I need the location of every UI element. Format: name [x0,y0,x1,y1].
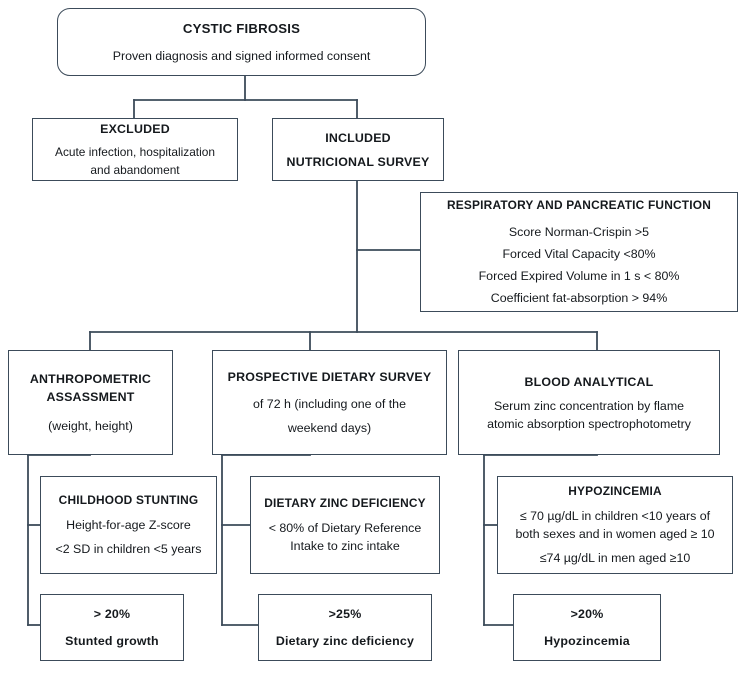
result-label: Stunted growth [65,634,159,648]
node-line: Forced Expired Volume in 1 s < 80% [478,269,680,284]
node-excluded: EXCLUDED Acute infection, hospitalizatio… [32,118,238,181]
node-title: BLOOD ANALYTICAL [524,374,654,389]
node-line: atomic absorption spectrophotometry [487,416,691,431]
result-value: > 20% [93,607,131,621]
node-line: <2 SD in children <5 years [55,541,202,556]
node-title: ANTHROPOMETRIC [29,372,152,386]
node-title: PROSPECTIVE DIETARY SURVEY [227,370,432,384]
node-included: INCLUDED NUTRICIONAL SURVEY [272,118,444,181]
node-line: of 72 h (including one of the [253,397,406,411]
node-line: ≤74 µg/dL in men aged ≥10 [539,550,691,565]
node-line: ≤ 70 µg/dL in children <10 years of [519,508,711,523]
node-title: CHILDHOOD STUNTING [58,493,199,508]
node-cystic-fibrosis: CYSTIC FIBROSIS Proven diagnosis and sig… [57,8,426,76]
node-line: Acute infection, hospitalization [55,145,215,159]
result-label: Dietary zinc deficiency [275,634,415,648]
node-title: RESPIRATORY AND PANCREATIC FUNCTION [447,197,711,212]
result-label: Hypozincemia [544,634,630,648]
node-subtitle: NUTRICIONAL SURVEY [286,154,430,169]
node-line: Serum zinc concentration by flame [493,398,685,413]
node-line: (weight, height) [48,419,133,433]
node-result-hypozincemia: >20% Hypozincemia [513,594,661,661]
node-blood-analytical: BLOOD ANALYTICAL Serum zinc concentratio… [458,350,720,455]
node-title: DIETARY ZINC DEFICIENCY [264,496,426,511]
result-value: >20% [570,607,604,621]
node-result-stunted-growth: > 20% Stunted growth [40,594,184,661]
node-line: Score Norman-Crispin >5 [508,225,650,240]
node-line: Proven diagnosis and signed informed con… [112,49,371,63]
node-title: HYPOZINCEMIA [568,484,662,499]
node-anthropometric-assessment: ANTHROPOMETRIC ASSASSMENT (weight, heigh… [8,350,173,455]
node-prospective-dietary-survey: PROSPECTIVE DIETARY SURVEY of 72 h (incl… [212,350,447,455]
node-title: EXCLUDED [100,122,170,136]
node-result-dietary-zinc-deficiency: >25% Dietary zinc deficiency [258,594,432,661]
node-line: Height-for-age Z-score [66,517,191,532]
node-hypozincemia: HYPOZINCEMIA ≤ 70 µg/dL in children <10 … [497,476,733,574]
node-childhood-stunting: CHILDHOOD STUNTING Height-for-age Z-scor… [40,476,217,574]
node-line: Intake to zinc intake [290,538,400,553]
node-dietary-zinc-deficiency: DIETARY ZINC DEFICIENCY < 80% of Dietary… [250,476,440,574]
node-respiratory-pancreatic-function: RESPIRATORY AND PANCREATIC FUNCTION Scor… [420,192,738,312]
result-value: >25% [328,607,362,621]
node-title-second-line: ASSASSMENT [46,390,135,404]
node-line: < 80% of Dietary Reference [268,520,422,535]
node-title: INCLUDED [325,130,391,145]
node-line: Forced Vital Capacity <80% [502,247,656,262]
node-line: weekend days) [287,421,372,435]
node-line: Coefficient fat-absorption > 94% [490,291,668,306]
node-line: and abandoment [90,162,180,177]
node-title: CYSTIC FIBROSIS [182,21,301,36]
node-line: both sexes and in women aged ≥ 10 [515,526,715,541]
